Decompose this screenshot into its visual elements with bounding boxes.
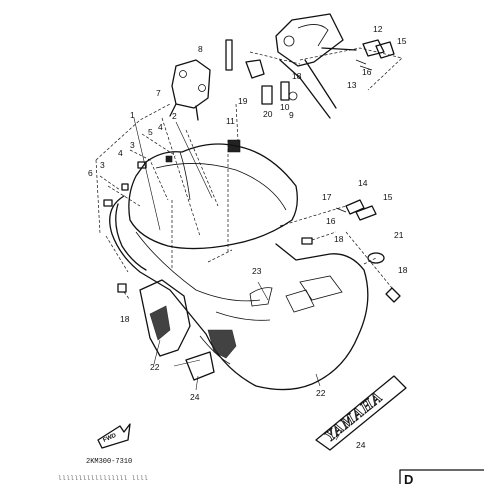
callout-7: 7 (156, 88, 161, 98)
instrument-bracket (169, 59, 211, 121)
callout-18c: 18 (120, 314, 130, 324)
callout-10: 10 (280, 102, 290, 112)
callout-4b: 4 (158, 122, 163, 132)
callout-18d: 18 (292, 71, 302, 81)
callout-22b: 22 (316, 388, 326, 398)
yamaha-decal: YAMAHA (315, 375, 407, 451)
callout-13: 13 (347, 80, 357, 90)
stay-bolts (245, 59, 298, 105)
callout-15: 15 (397, 36, 407, 46)
callout-24a: 24 (190, 392, 200, 402)
callout-21: 21 (394, 230, 404, 240)
callout-4: 4 (118, 148, 123, 158)
callout-24b: 24 (356, 440, 366, 450)
catalog-code: 2KM300-7310 (86, 458, 132, 466)
callout-20: 20 (263, 109, 273, 119)
callout-6: 6 (88, 168, 93, 178)
callout-11: 11 (226, 116, 235, 126)
right-side-parts (117, 199, 401, 303)
decal-24-left (185, 351, 215, 381)
callout-19: 19 (238, 96, 248, 106)
fasteners-left (103, 155, 173, 207)
corner-box: D (399, 469, 484, 484)
callout-14: 14 (358, 178, 368, 188)
windshield (128, 143, 298, 250)
leader-lines (133, 117, 343, 441)
callout-18a: 18 (334, 234, 344, 244)
callout-numbers: 1 2 3 3 4 4 5 6 7 8 9 10 11 12 13 14 15 … (88, 24, 408, 450)
callout-15b: 15 (383, 192, 393, 202)
callout-1: 1 (130, 110, 135, 120)
side-panel-left (139, 279, 191, 357)
callout-3b: 3 (130, 140, 135, 150)
callout-5: 5 (148, 127, 153, 137)
callout-18b: 18 (398, 265, 408, 275)
fwd-arrow-icon: FWD (97, 423, 131, 449)
fwd-label: FWD (102, 433, 118, 444)
callout-3: 3 (100, 160, 105, 170)
callout-17: 17 (322, 192, 332, 202)
yamaha-decal-text: YAMAHA (322, 389, 386, 445)
corner-text: D (404, 472, 413, 484)
callout-9: 9 (289, 110, 294, 120)
footer-text: lllllllllllllllll llll (58, 475, 148, 482)
callout-16: 16 (362, 67, 372, 77)
bolt-8 (225, 39, 233, 71)
callout-23: 23 (252, 266, 262, 276)
guide-lines (95, 103, 393, 301)
callout-16b: 16 (326, 216, 336, 226)
upper-cowling (109, 195, 369, 391)
callout-8: 8 (198, 44, 203, 54)
callout-22a: 22 (150, 362, 160, 372)
collars-upper (355, 39, 395, 71)
callout-12: 12 (373, 24, 383, 34)
callout-2: 2 (172, 111, 177, 121)
upper-stay-bracket (249, 13, 403, 119)
